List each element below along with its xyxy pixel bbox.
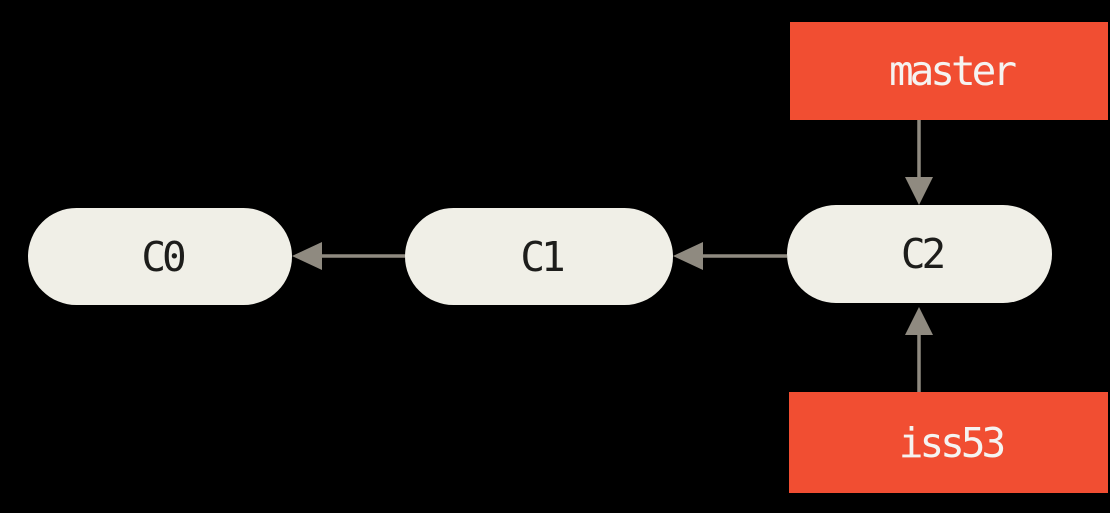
branch-label-master: master	[790, 22, 1108, 120]
branch-label-iss53: iss53	[789, 392, 1108, 493]
commit-label-c1: C1	[520, 232, 565, 281]
commit-node-c0: C0	[28, 208, 292, 305]
arrow-head-c1-to-c0	[292, 242, 322, 270]
commit-label-c0: C0	[141, 232, 186, 281]
arrow-head-c2-to-c1	[673, 242, 703, 270]
arrow-head-iss53-to-c2	[905, 307, 933, 335]
commit-label-c2: C2	[900, 230, 946, 278]
commit-node-c2: C2	[787, 205, 1052, 303]
branch-label-master-text: master	[888, 47, 1017, 95]
commit-node-c1: C1	[405, 208, 673, 305]
arrow-head-master-to-c2	[905, 177, 933, 205]
branch-label-iss53-text: iss53	[898, 418, 1006, 467]
